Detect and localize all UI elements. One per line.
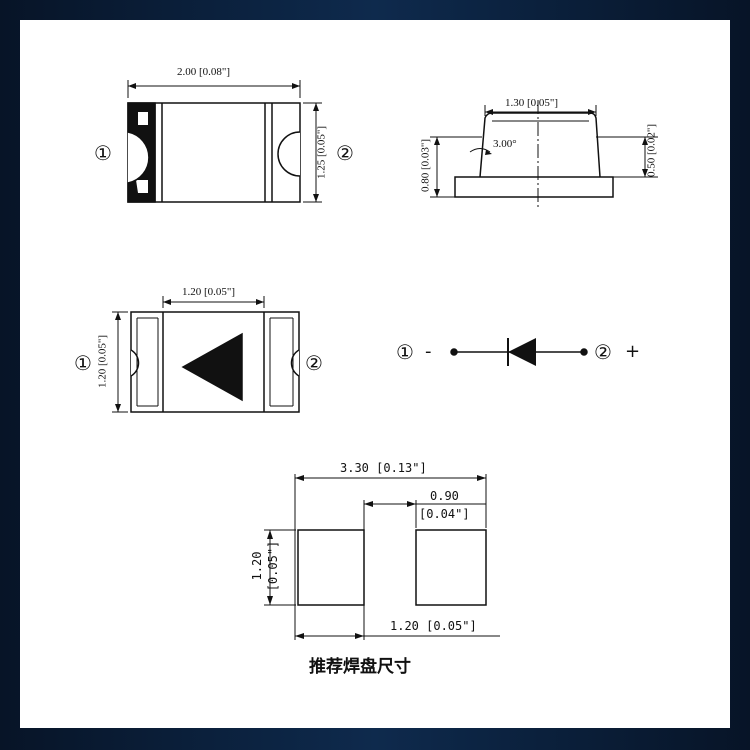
footprint-gap-label-top: 0.90 — [430, 489, 459, 503]
top-view-left-notch-white — [136, 112, 148, 125]
bottom-view-pin2: ② — [305, 351, 323, 375]
bottom-view — [112, 296, 300, 413]
footprint-pad-width-label: 1.20 [0.05"] — [390, 619, 477, 633]
top-view-pin1: ① — [94, 141, 112, 165]
footprint-overall-label: 3.30 [0.13"] — [340, 461, 427, 475]
white-sheet — [20, 20, 730, 728]
bottom-view-height-label: 1.20 [0.05"] — [96, 334, 109, 389]
diode-triangle — [508, 338, 536, 366]
schematic — [450, 338, 588, 366]
footprint-gap-label-bottom: [0.04"] — [419, 507, 470, 521]
top-view-pin2: ② — [336, 141, 354, 165]
bottom-view-width-label: 1.20 [0.05"] — [182, 286, 236, 298]
top-view-height-label: 1.25 [0.05"] — [315, 125, 328, 180]
footprint-pad-height-label-a: 1.20 — [250, 551, 264, 581]
side-view-dome — [479, 112, 601, 178]
top-view-notch-left — [127, 131, 150, 184]
side-view-top-width-label: 1.30 [0.05"] — [505, 97, 559, 109]
top-view-width-label: 2.00 [0.08"] — [177, 66, 231, 78]
side-view-total-height-label: 0.80 [0.03"] — [419, 138, 432, 193]
footprint — [264, 474, 500, 640]
footprint-caption: 推荐焊盘尺寸 — [309, 657, 411, 677]
side-view — [430, 100, 658, 210]
footprint-pad-height-label-b: [0.05"] — [266, 540, 280, 592]
pad-right — [415, 529, 487, 606]
top-view — [127, 80, 322, 203]
polarity-triangle — [181, 332, 243, 402]
schematic-pin2: ② — [594, 340, 612, 364]
side-view-dome-height-label: 0.50 [0.02"] — [645, 123, 658, 178]
schematic-pin1: ① — [396, 340, 414, 364]
top-view-notch-right — [277, 131, 301, 177]
side-view-angle-label: 3.00° — [493, 138, 517, 150]
top-view-left-notch-white-b — [136, 180, 148, 193]
bottom-view-pin1: ① — [74, 351, 92, 375]
side-view-base — [454, 176, 614, 198]
schematic-pin1-sign: - — [425, 341, 432, 362]
schematic-pin2-sign: + — [625, 341, 641, 362]
